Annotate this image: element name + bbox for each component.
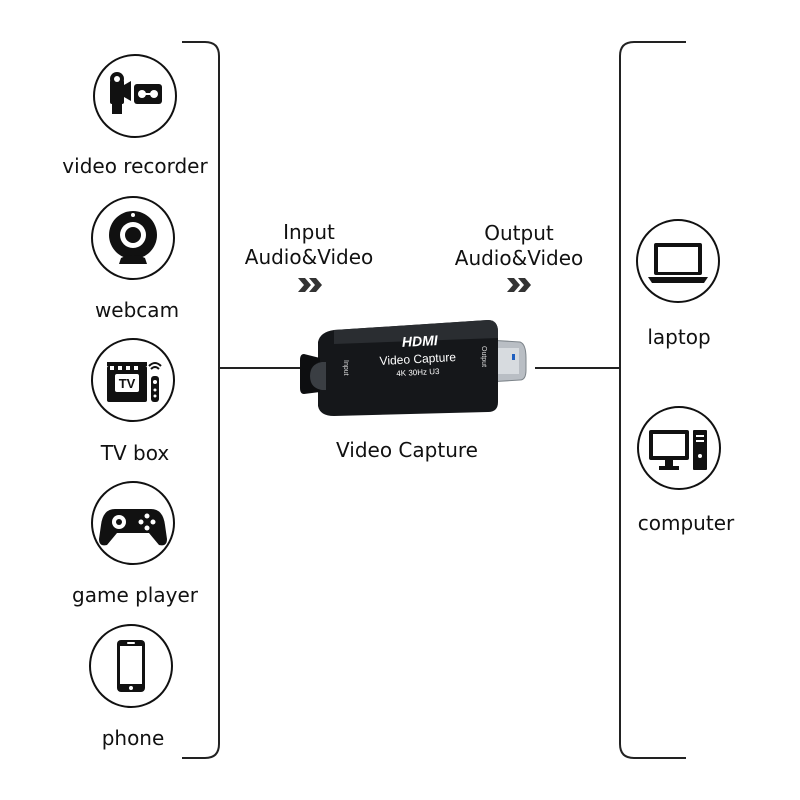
webcam-icon — [109, 211, 157, 264]
input-flow-label: Input Audio&Video — [245, 220, 373, 270]
right-bracket-line — [619, 41, 686, 759]
output-chevron-icon — [507, 278, 531, 292]
input-chevron-icon — [298, 278, 322, 292]
computer-icon — [649, 430, 707, 470]
laptop-icon-circle — [636, 219, 720, 303]
video-recorder-icon-circle — [93, 54, 177, 138]
device-port-out-text: Output — [480, 346, 487, 367]
tv-badge-text: TV — [119, 376, 136, 391]
output-flow-line1: Output — [484, 221, 554, 245]
output-label-computer: computer — [637, 511, 735, 535]
gamepad-icon — [99, 509, 167, 546]
device-port-in-text: Input — [342, 360, 349, 376]
tv-box-icon-circle: TV — [91, 338, 175, 422]
source-label-webcam: webcam — [94, 298, 180, 322]
gamepad-icon-circle — [91, 481, 175, 565]
source-label-phone: phone — [101, 726, 165, 750]
device-caption: Video Capture — [336, 438, 478, 462]
webcam-icon-circle — [91, 196, 175, 280]
output-flow-label: Output Audio&Video — [455, 221, 583, 271]
phone-icon-circle — [89, 624, 173, 708]
hdmi-capture-device: HDMI Video Capture 4K 30Hz U3 Input Outp… — [300, 320, 527, 416]
output-label-laptop: laptop — [647, 325, 711, 349]
video-recorder-icon — [110, 72, 162, 114]
input-flow-line2: Audio&Video — [244, 245, 374, 269]
device-name-text: Video Capture — [379, 350, 456, 368]
input-flow-line1: Input — [283, 220, 335, 244]
laptop-icon — [648, 243, 708, 283]
left-bracket-line — [182, 41, 220, 759]
source-label-tv-box: TV box — [100, 441, 170, 465]
computer-icon-circle — [637, 406, 721, 490]
output-flow-line2: Audio&Video — [454, 246, 584, 270]
device-brand-text: HDMI — [401, 332, 439, 350]
source-label-video-recorder: video recorder — [62, 154, 208, 178]
source-label-game-player: game player — [72, 583, 198, 607]
device-spec-text: 4K 30Hz U3 — [396, 367, 440, 378]
tv-box-icon: TV — [107, 362, 162, 402]
phone-icon — [117, 640, 145, 692]
